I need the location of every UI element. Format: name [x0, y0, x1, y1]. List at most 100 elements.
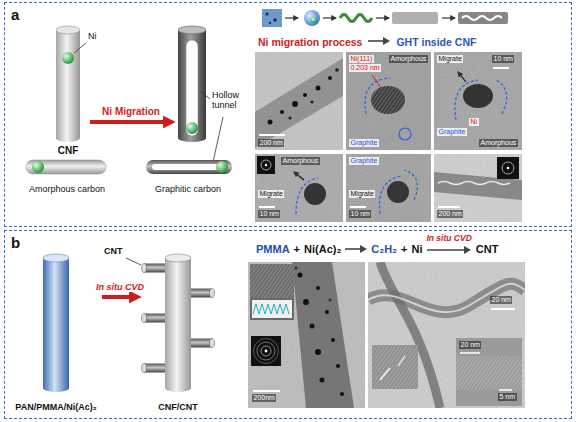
node-label: CNF: [58, 145, 79, 157]
callout-label: Ni: [88, 31, 97, 41]
ni-particle: [371, 86, 405, 114]
droplet-icon: [304, 10, 320, 26]
particle: [303, 93, 307, 97]
ni-particle: [62, 52, 74, 64]
image-annotation: Amorphous: [389, 55, 428, 63]
particle: [316, 286, 320, 290]
scale-bar: [493, 67, 509, 69]
cnf-cnt-fiber: CNF/CNT: [138, 252, 218, 412]
carbon-bars: [26, 160, 232, 174]
saed-inset: [257, 156, 275, 174]
cnf-cylinder: CNF: [46, 26, 90, 156]
image-annotation: Migrate: [349, 190, 375, 198]
cylinder-top: [165, 254, 191, 262]
panel-letter: a: [11, 6, 19, 23]
tube-cap: [210, 289, 215, 298]
leader-line: [200, 91, 210, 99]
cylinder-body: [43, 258, 69, 388]
fiber: [292, 262, 354, 408]
saed-inset: [497, 157, 519, 179]
reaction-arrow: [427, 244, 471, 256]
equation-term: +: [401, 243, 407, 256]
text-row: Ni migration processGHT inside CNF: [258, 35, 476, 48]
cnt-tube: [190, 289, 212, 298]
image-noise: [368, 262, 525, 408]
image-ground: [434, 52, 522, 150]
particle: [280, 110, 284, 114]
fiber-icon: [458, 12, 508, 24]
particle: [328, 76, 332, 80]
pointer-arrow: [380, 368, 390, 380]
graphite-outline: [495, 79, 507, 114]
image-annotation: Migrate: [437, 55, 463, 63]
carbon-bar: Graphitic carbon: [138, 158, 238, 194]
particle: [320, 378, 325, 383]
particle: [310, 100, 313, 103]
particle: [310, 324, 315, 329]
particle: [292, 101, 298, 107]
particle: [288, 116, 291, 119]
particle: [325, 310, 329, 314]
image-ground: [255, 52, 343, 150]
fiber: [255, 58, 343, 148]
arrow-shaft: [368, 40, 384, 42]
node-label: Graphitic carbon: [155, 184, 221, 194]
image-noise: [255, 52, 343, 150]
arrow-head: [360, 245, 367, 253]
lattice-inset: [456, 338, 522, 406]
leader-line: [372, 75, 381, 88]
leader-line: [126, 258, 141, 265]
profile-plot: [252, 300, 292, 318]
dot: [269, 22, 271, 24]
node-label: Amorphous carbon: [29, 184, 105, 194]
graphitic-bar: [146, 160, 232, 174]
ni-particle: [216, 161, 228, 173]
carbon-bar: Amorphous carbon: [20, 158, 114, 194]
process-arrow: [90, 120, 172, 124]
tube-cap: [142, 314, 147, 323]
profile-line: [253, 304, 289, 314]
tunnel: [438, 182, 510, 185]
step-arrow: [376, 17, 389, 18]
step-arrow: [442, 17, 455, 18]
image-annotation: 200nm: [252, 394, 276, 402]
particle: [331, 338, 335, 342]
node-label: CNF/CNT: [158, 402, 198, 412]
tem-image: [255, 52, 343, 150]
particle: [336, 364, 340, 368]
wavy-icon: [340, 15, 372, 22]
diffraction-spot: [265, 164, 267, 166]
cnt-tube: [190, 339, 212, 348]
image-annotation: 10 nm: [349, 210, 371, 218]
graphite-mark: [399, 128, 411, 140]
ni-particle: [186, 122, 198, 134]
lattice-inset: [250, 264, 294, 320]
panel-letter: b: [11, 234, 20, 251]
image-annotation: Graphite: [437, 128, 467, 136]
ni-particle: [387, 181, 409, 203]
panel-frame: bPAN/PMMA/Ni(Ac)₂ CNF/CNT: [5, 231, 571, 418]
ni-particle: [311, 17, 317, 23]
particle: [303, 299, 309, 305]
scale-bar: [460, 352, 480, 354]
reaction-arrow: [345, 243, 367, 255]
arrow-label: Ni Migration: [100, 106, 162, 118]
leader-line: [213, 117, 223, 162]
node-label: PAN/PMMA/Ni(Ac)₂: [15, 402, 96, 412]
precursor-cylinder-drawing: [43, 254, 69, 392]
equation-term: Ni migration process: [258, 36, 362, 48]
particle: [335, 68, 339, 72]
tunnel-slot: [152, 164, 222, 170]
particle: [316, 86, 321, 91]
image-annotation: Graphite: [349, 157, 379, 165]
diffraction-ring: [261, 346, 271, 356]
equation-term: Ni: [411, 243, 422, 256]
cnt-lumen: [368, 284, 525, 312]
image-annotation: 0.203 nm: [349, 64, 381, 72]
cylinder-top: [43, 254, 69, 262]
tube-cap: [142, 364, 147, 373]
fiber-icon: [392, 12, 438, 24]
arrow-shaft: [427, 249, 465, 251]
particle: [315, 349, 321, 355]
